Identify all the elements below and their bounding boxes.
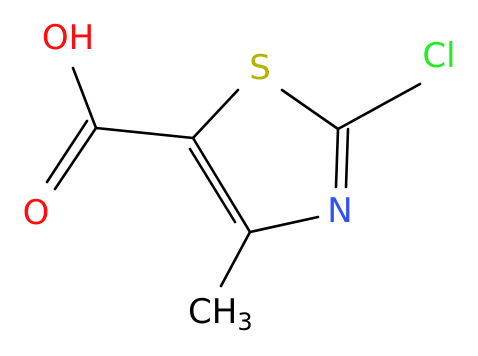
bond-carboxyl-carbonyl-1	[53, 126, 98, 191]
bond-c2-chlorine	[336, 82, 422, 131]
atom-label-methyl-subscript: 3	[237, 308, 252, 336]
atom-label-methyl: CH3	[188, 292, 253, 336]
bond-c2-nitrogen-2	[344, 127, 350, 189]
atom-label-carbonyl-oxygen: O	[23, 193, 50, 233]
bond-carboxyl-c5	[94, 126, 195, 140]
bond-sulfur-c2	[280, 88, 340, 131]
bond-c4-c5-2	[188, 147, 237, 224]
atom-label-nitrogen: N	[327, 191, 352, 231]
bond-nitrogen-c4	[248, 215, 320, 234]
bond-c4-c5-1	[191, 136, 252, 234]
atom-label-sulfur: S	[249, 48, 271, 88]
bond-c4-methyl	[219, 230, 252, 288]
bonds	[45, 66, 422, 288]
bond-c5-sulfur	[191, 88, 240, 140]
atom-label-hydroxyl: OH	[42, 18, 94, 58]
bond-carboxyl-hydroxyl	[71, 66, 98, 130]
atom-label-methyl-base: CH	[188, 292, 237, 332]
atom-labels: OH O S Cl N CH3	[23, 18, 456, 336]
bond-c2-nitrogen-1	[334, 127, 340, 189]
atom-label-chlorine: Cl	[422, 36, 455, 76]
bond-carboxyl-carbonyl-2	[45, 119, 89, 184]
